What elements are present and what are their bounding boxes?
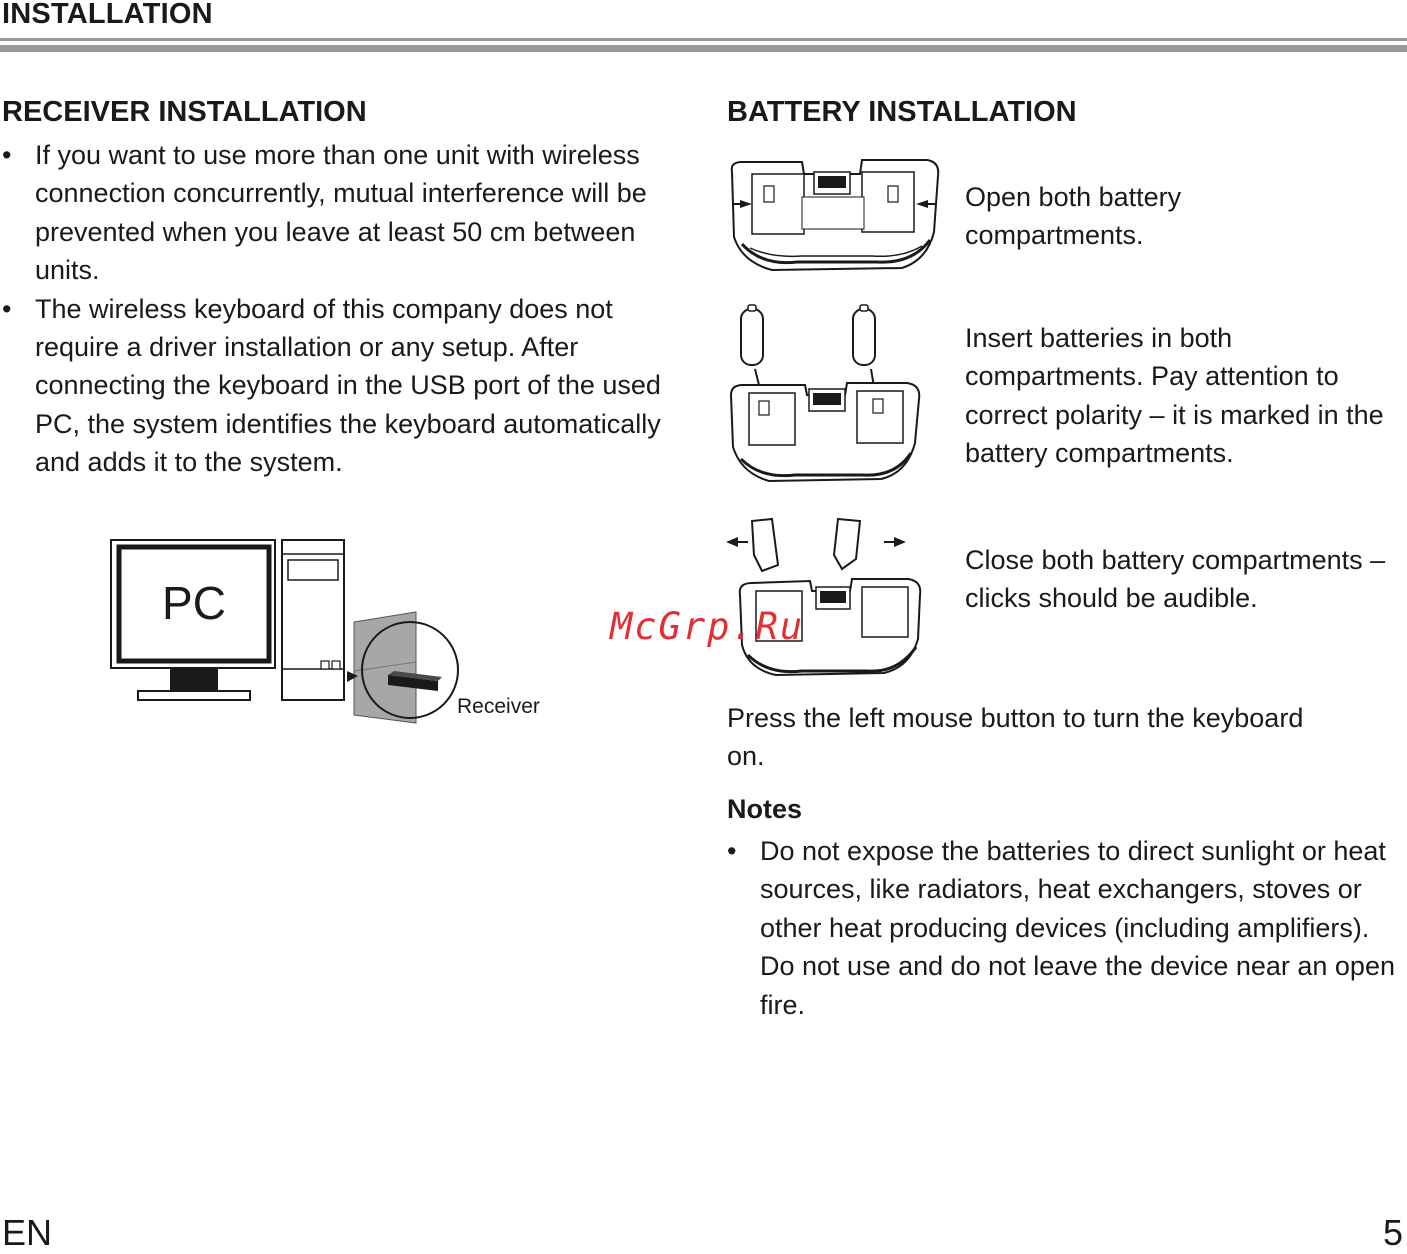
- drive-bay: [287, 559, 339, 581]
- receiver-bullet-item: If you want to use more than one unit wi…: [2, 136, 672, 290]
- header-rule-thin: [0, 38, 1407, 41]
- monitor-base: [137, 690, 251, 701]
- battery-section-title: BATTERY INSTALLATION: [727, 96, 1077, 128]
- watermark-text: McGrp.Ru: [610, 605, 805, 648]
- page-number: 5: [1382, 1212, 1403, 1253]
- page-header-title: INSTALLATION: [2, 0, 213, 30]
- power-on-instruction: Press the left mouse button to turn the …: [727, 703, 1304, 772]
- header-rule-thick: [0, 45, 1407, 52]
- battery-step-text: Close both battery compartments – clicks…: [965, 545, 1386, 614]
- close-compartments-illustration: [726, 517, 922, 677]
- battery-right: [852, 308, 876, 366]
- monitor-neck: [170, 669, 218, 691]
- monitor-screen: [116, 544, 272, 664]
- notes-bullet-list: Do not expose the batteries to direct su…: [727, 832, 1407, 1024]
- insert-arrow: [347, 671, 358, 682]
- battery-left: [740, 308, 764, 366]
- usb-receiver: [388, 675, 438, 691]
- receiver-section-title: RECEIVER INSTALLATION: [2, 96, 367, 128]
- receiver-bullet-list: If you want to use more than one unit wi…: [2, 136, 672, 482]
- magnifier-circle: [361, 621, 459, 719]
- battery-step-text: Open both battery compartments.: [965, 182, 1182, 251]
- notes-title: Notes: [727, 794, 803, 824]
- receiver-bullet-item: The wireless keyboard of this company do…: [2, 290, 672, 482]
- pc-label: PC: [162, 577, 226, 629]
- battery-step-text: Insert batteries in both compartments. P…: [965, 323, 1384, 469]
- open-compartments-illustration: [730, 159, 940, 272]
- footer-language: EN: [2, 1212, 53, 1253]
- insert-batteries-illustration: [729, 304, 921, 483]
- pc-receiver-illustration: PC Receiver: [110, 539, 540, 724]
- notes-bullet-item: Do not expose the batteries to direct su…: [727, 832, 1407, 1024]
- receiver-label: Receiver: [457, 695, 540, 718]
